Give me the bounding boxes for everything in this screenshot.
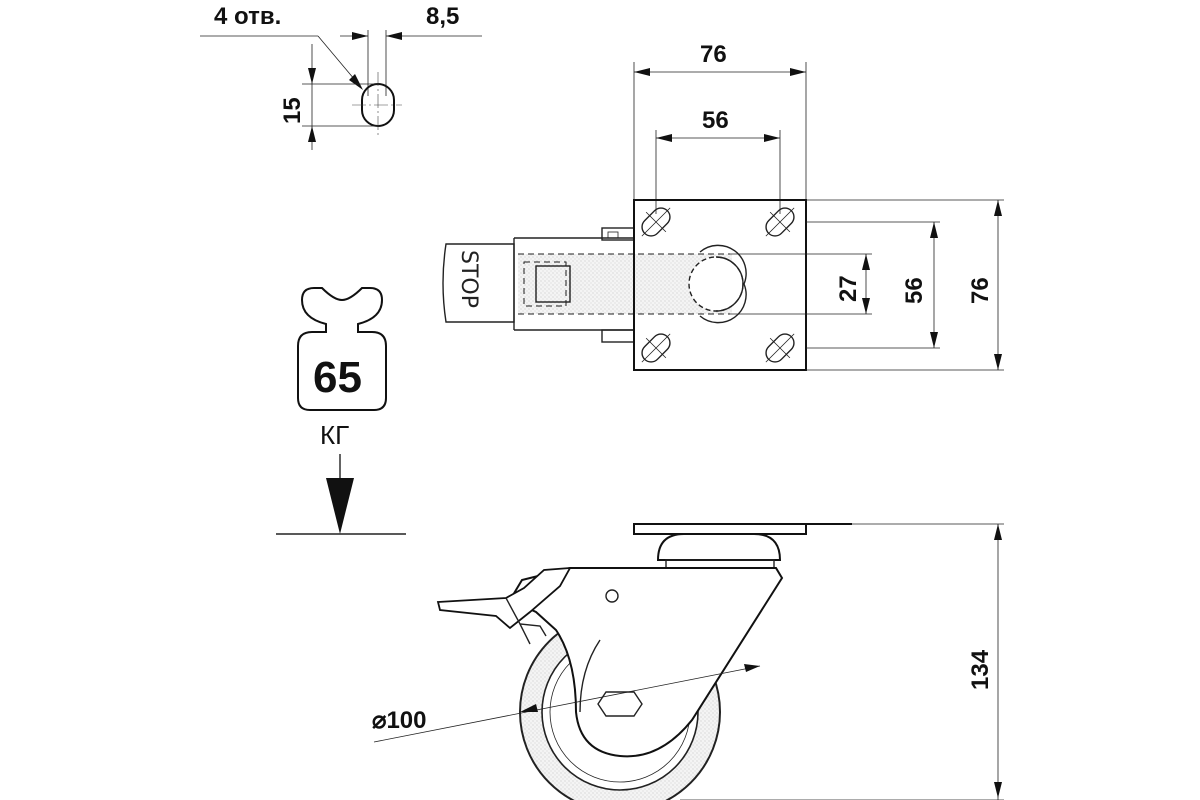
axle-nut: [597, 691, 643, 717]
hole-detail: 4 отв. 8,5 15: [200, 3, 482, 150]
wheel-diameter-label: ⌀100: [372, 707, 427, 734]
weight-icon: [297, 287, 387, 411]
stop-label: STOP: [456, 250, 481, 308]
fork: [508, 567, 784, 758]
mounting-plate: [633, 199, 807, 371]
hole-spacing-x-label: 56: [702, 107, 729, 134]
side-view: ⌀100 134: [372, 523, 1004, 800]
swivel-width-label: 27: [835, 275, 862, 302]
load-capacity: 65 КГ: [276, 287, 406, 535]
load-value: 65: [313, 353, 362, 402]
hole-spacing-y-label: 56: [901, 277, 928, 304]
load-unit: КГ: [320, 420, 349, 450]
plate-height-label: 76: [967, 277, 994, 304]
total-height-label: 134: [967, 649, 994, 690]
hole-width-label: 8,5: [426, 3, 459, 30]
hole-length-label: 15: [279, 97, 306, 124]
plate-width-label: 76: [700, 41, 727, 68]
brake-lever: [436, 566, 572, 630]
top-view: 76 56 STOP: [442, 41, 1004, 371]
hole-count-label: 4 отв.: [214, 3, 281, 30]
mounting-holes: [641, 207, 795, 363]
down-arrow-icon: [326, 478, 354, 534]
brake-pedal-top: [442, 243, 515, 323]
